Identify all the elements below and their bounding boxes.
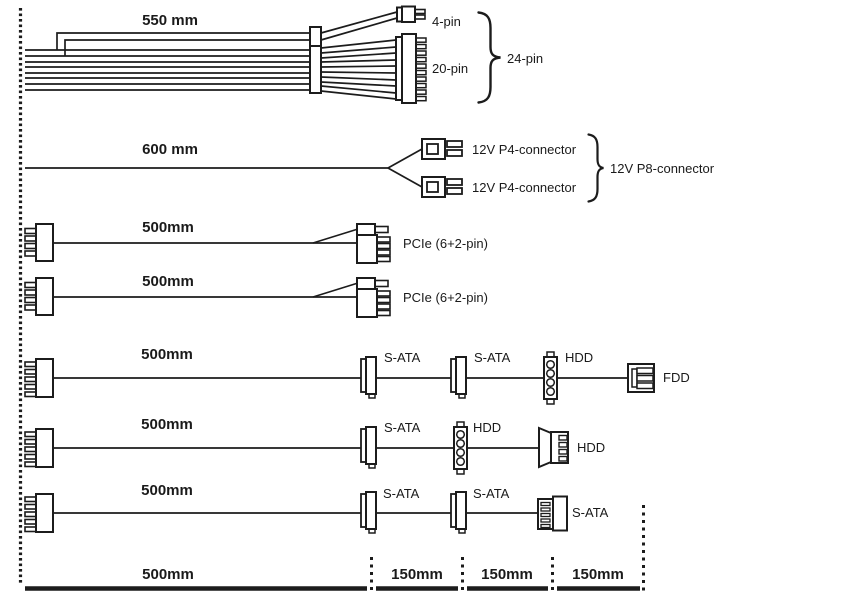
connector-label-p8: 12V P8-connector [610,161,715,176]
cable-peripheral2-drawing [24,421,569,475]
connector-sata-inline [360,426,377,469]
cable-pcie1-drawing [24,223,391,264]
connector-label-hdd: HDD [577,440,606,455]
connector-psu-plug [24,277,54,316]
connector-label-pcie-1: PCIe (6+2-pin) [403,236,488,251]
connector-fdd [627,363,655,393]
connector-label-24pin: 24-pin [507,51,544,66]
connector-label-sata: S-ATA [474,350,511,365]
cable-tie-small [309,26,322,47]
connector-psu-plug [24,493,54,533]
connector-label-p4-2: 12V P4-connector [472,180,577,195]
cable-eps-drawing [25,133,604,203]
connector-4pin-drawing [396,5,426,23]
length-label-per3: 500mm [141,482,193,499]
ruler-label-150mm-2: 150mm [481,566,533,583]
cable-pcie2-drawing [24,277,391,318]
length-label-pcie2: 500mm [142,273,194,290]
connector-label-4pin: 4-pin [432,14,461,29]
connector-psu-plug [24,223,54,262]
length-label-eps: 600 mm [142,141,198,158]
connector-label-sata: S-ATA [572,505,609,520]
ruler-label-150mm-3: 150mm [572,566,624,583]
connector-label-fdd: FDD [663,370,690,385]
connector-label-hdd: HDD [473,420,502,435]
connector-20pin-drawing [395,33,427,104]
connector-label-p4-1: 12V P4-connector [472,142,577,157]
connector-sata-inline [450,356,467,399]
connector-label-hdd: HDD [565,350,594,365]
connector-label-sata: S-ATA [384,420,421,435]
connector-hdd-inline [543,351,558,405]
connector-pcie-drawing [356,223,391,264]
length-ruler [25,505,645,594]
connector-sata-inline [450,491,467,534]
length-label-atx: 550 mm [142,12,198,29]
connector-sata-inline [360,491,377,534]
connector-p4-drawing [421,138,463,160]
connector-label-pcie-2: PCIe (6+2-pin) [403,290,488,305]
connector-hdd-molex [538,426,569,469]
brace-24pin [477,11,501,104]
cable-atx-drawing [25,5,501,104]
connector-hdd-inline [453,421,468,475]
connector-pcie-drawing [356,277,391,318]
connector-label-sata: S-ATA [383,486,420,501]
length-label-per2: 500mm [141,416,193,433]
cable-peripheral1-drawing [24,351,655,405]
connector-label-sata: S-ATA [384,350,421,365]
connector-p4-drawing [421,176,463,198]
connector-label-20pin: 20-pin [432,61,469,76]
ruler-label-150mm-1: 150mm [391,566,443,583]
connector-sata-end [537,495,568,532]
ruler-label-500mm: 500mm [142,566,194,583]
connector-sata-inline [360,356,377,399]
cable-peripheral3-drawing [24,491,568,534]
length-label-per1: 500mm [141,346,193,363]
brace-p8 [587,133,604,203]
length-label-pcie1: 500mm [142,219,194,236]
cable-tie-large [309,45,322,94]
connector-psu-plug [24,428,54,468]
connector-psu-plug [24,358,54,398]
connector-label-sata: S-ATA [473,486,510,501]
